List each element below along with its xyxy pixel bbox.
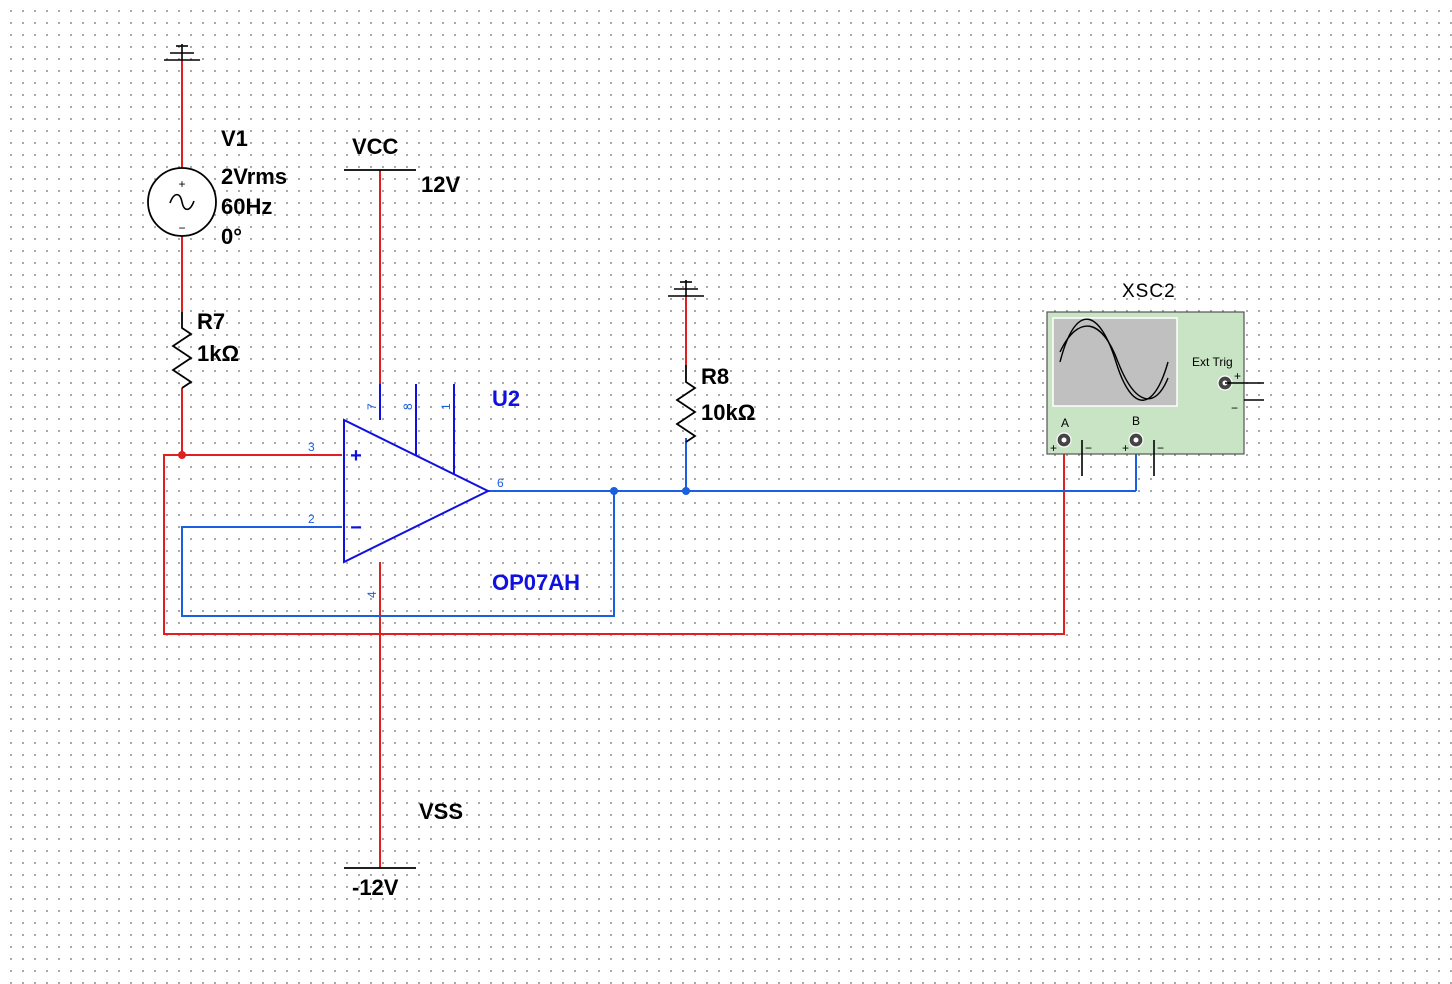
v1-amplitude-label: 2Vrms — [221, 164, 287, 189]
pin-6-label: 6 — [497, 476, 504, 490]
net-output-blue[interactable] — [181, 438, 1137, 617]
pin-3-label: 3 — [308, 440, 315, 454]
scope-trig-minus: − — [1231, 401, 1238, 415]
r7-value-label: 1kΩ — [197, 341, 239, 366]
scope-ext-trig-terminal[interactable] — [1217, 375, 1264, 401]
oscilloscope-xsc2[interactable] — [1046, 311, 1245, 455]
ac-source-v1[interactable]: + − — [147, 167, 217, 237]
pin-8-label: 8 — [401, 403, 415, 410]
opamp-minus-sign: − — [350, 517, 362, 539]
junction-dot-output — [610, 487, 618, 495]
scope-channel-b-label: B — [1132, 414, 1140, 428]
scope-ext-trig-label: Ext Trig — [1192, 355, 1233, 369]
ground-icon-v1[interactable] — [164, 44, 200, 61]
scope-channel-a-terminal[interactable] — [1056, 432, 1083, 476]
r8-value-label: 10kΩ — [701, 400, 755, 425]
vss-name-label: VSS — [419, 799, 463, 824]
pin-4-label: 4 — [365, 591, 379, 598]
r8-name-label: R8 — [701, 364, 729, 389]
scope-b-minus: − — [1157, 441, 1164, 455]
v1-frequency-label: 60Hz — [221, 194, 272, 219]
scope-channel-b-terminal[interactable] — [1128, 432, 1155, 476]
opamp-u2[interactable]: + − — [343, 384, 491, 564]
ground-icon-r8[interactable] — [668, 280, 704, 297]
v1-name-label: V1 — [221, 126, 248, 151]
pin-2-label: 2 — [308, 512, 315, 526]
v1-phase-label: 0° — [221, 224, 242, 249]
resistor-r8[interactable] — [675, 365, 697, 443]
u2-ref-label: U2 — [492, 386, 520, 411]
r7-name-label: R7 — [197, 309, 225, 334]
u2-model-label: OP07AH — [492, 570, 580, 595]
pin-1-label: 1 — [439, 403, 453, 410]
vcc-name-label: VCC — [352, 134, 399, 159]
net-input-red[interactable] — [163, 60, 1065, 868]
scope-trig-plus: + — [1234, 369, 1241, 383]
scope-wave-trace-1 — [1059, 318, 1169, 401]
vss-value-label: -12V — [352, 875, 399, 900]
scope-wave-trace-2 — [1059, 325, 1169, 400]
junction-dot-input — [178, 451, 186, 459]
opamp-plus-sign: + — [350, 445, 362, 467]
pin-7-label: 7 — [365, 403, 379, 410]
source-plus-sign: + — [178, 177, 185, 191]
junction-dot-r8 — [682, 487, 690, 495]
source-minus-sign: − — [178, 221, 185, 235]
scope-a-minus: − — [1085, 441, 1092, 455]
scope-b-plus: + — [1122, 441, 1129, 455]
scope-channel-a-label: A — [1061, 416, 1069, 430]
scope-a-plus: + — [1050, 441, 1057, 455]
vcc-value-label: 12V — [421, 172, 460, 197]
scope-name-label: XSC2 — [1122, 281, 1176, 302]
resistor-r7[interactable] — [171, 312, 193, 389]
